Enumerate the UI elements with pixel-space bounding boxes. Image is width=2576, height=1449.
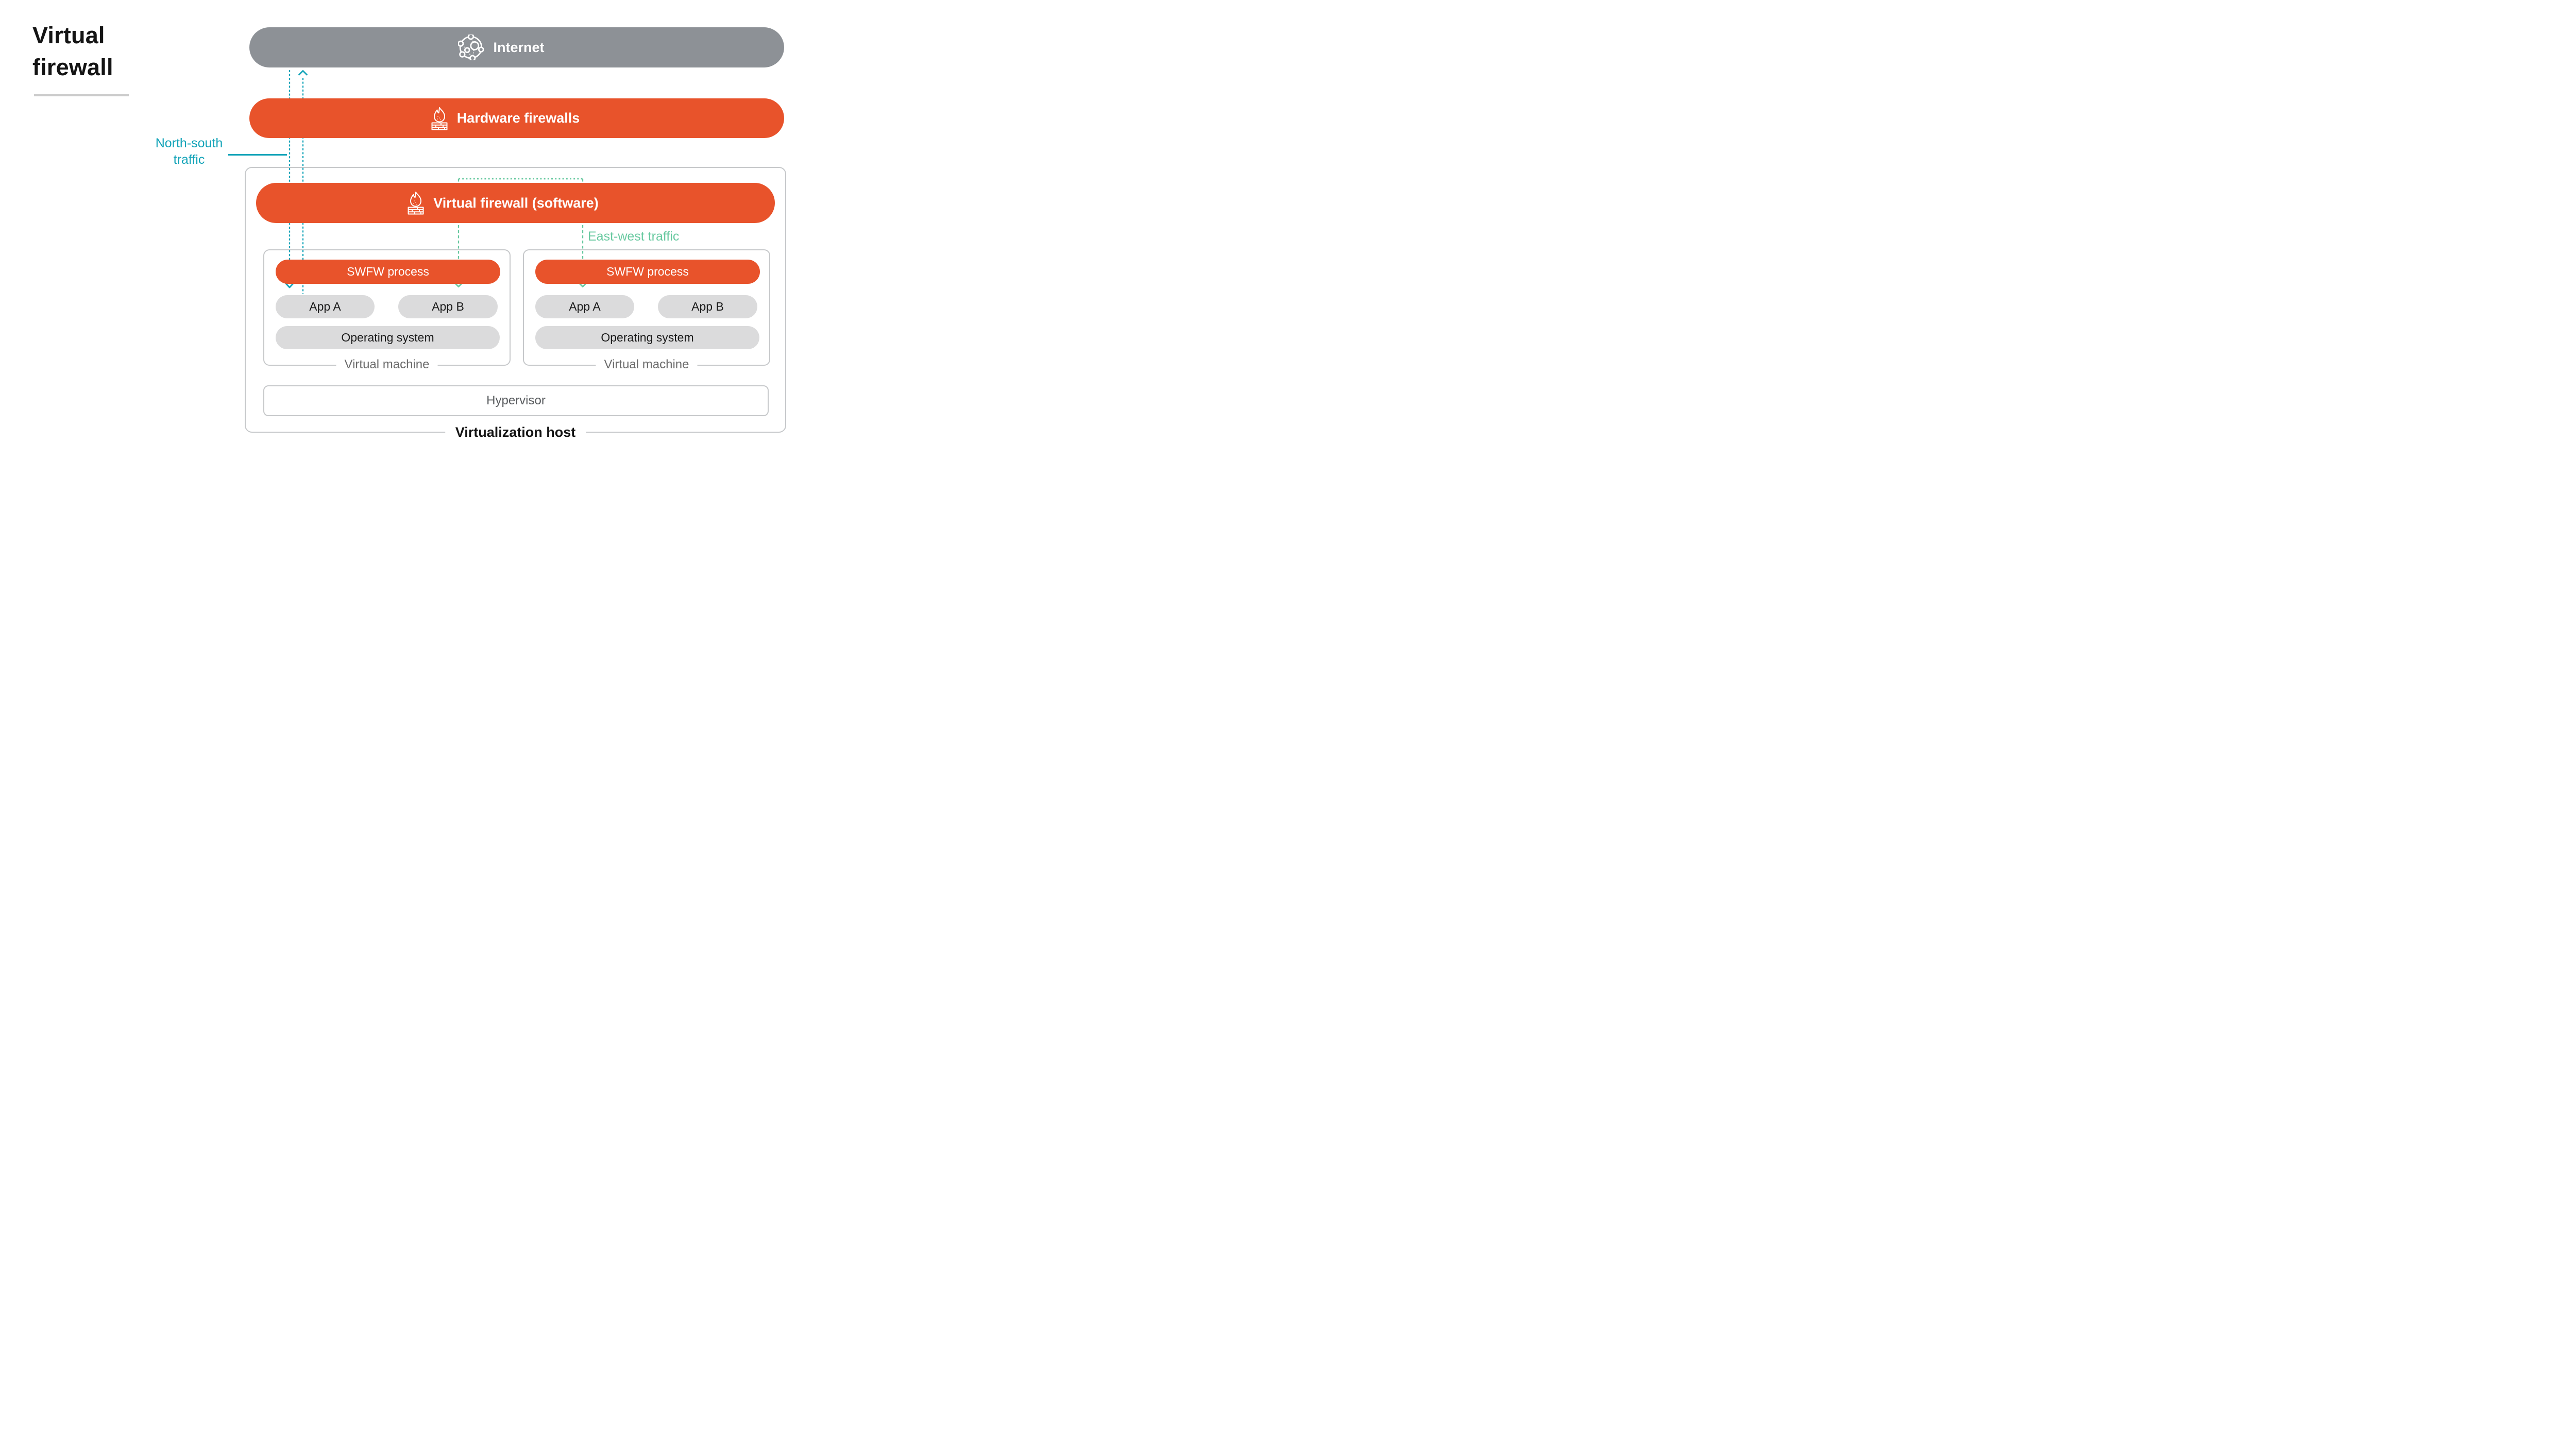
virtual-machine-1-box: SWFW process App A App B Operating syste… [263, 249, 511, 372]
vm2-operating-system-pill: Operating system [535, 326, 759, 349]
vm1-app-a-pill: App A [276, 295, 375, 318]
virtual-machine-2-box: SWFW process App A App B Operating syste… [523, 249, 770, 372]
internet-bar: Internet [249, 27, 784, 67]
hypervisor-label: Hypervisor [486, 394, 546, 407]
vm2-app-a-pill: App A [535, 295, 634, 318]
virtualization-host-label: Virtualization host [445, 424, 586, 440]
vm2-label: Virtual machine [596, 357, 698, 372]
down-arrow-icon [285, 282, 294, 288]
vm2-app-b-pill: App B [658, 295, 757, 318]
vm1-swfw-process-bar: SWFW process [276, 260, 500, 284]
north-south-callout-line [228, 154, 287, 156]
vm2-swfw-process-bar: SWFW process [535, 260, 760, 284]
page-title: Virtual firewall [32, 20, 113, 83]
down-arrow-icon [454, 282, 463, 287]
vm1-app-b-pill: App B [398, 295, 498, 318]
hypervisor-box: Hypervisor [263, 385, 769, 416]
title-divider [34, 94, 129, 96]
north-south-label-line2: traffic [173, 152, 205, 167]
hardware-firewalls-bar: Hardware firewalls [249, 98, 784, 138]
north-south-label-line1: North-south [155, 136, 223, 150]
page-title-line1: Virtual [32, 22, 105, 48]
firewall-icon [408, 192, 424, 215]
network-globe-icon [458, 35, 484, 60]
vm1-operating-system-pill: Operating system [276, 326, 500, 349]
hardware-firewalls-label: Hardware firewalls [456, 110, 580, 126]
virtualization-host-box: Virtualization host [245, 167, 786, 440]
up-arrow-icon [298, 70, 308, 76]
page-title-line2: firewall [32, 54, 113, 80]
vm1-label: Virtual machine [336, 357, 438, 372]
virtual-firewall-label: Virtual firewall (software) [433, 195, 599, 211]
firewall-icon [431, 107, 448, 130]
internet-label: Internet [493, 39, 545, 55]
north-south-traffic-label: North-south traffic [152, 135, 226, 168]
traffic-lines [285, 70, 587, 294]
down-arrow-icon [578, 282, 587, 287]
east-west-traffic-label: East-west traffic [588, 229, 680, 244]
virtual-firewall-diagram: Virtual firewall Virtualization host SWF… [0, 0, 808, 454]
virtual-firewall-bar: Virtual firewall (software) [256, 183, 775, 223]
